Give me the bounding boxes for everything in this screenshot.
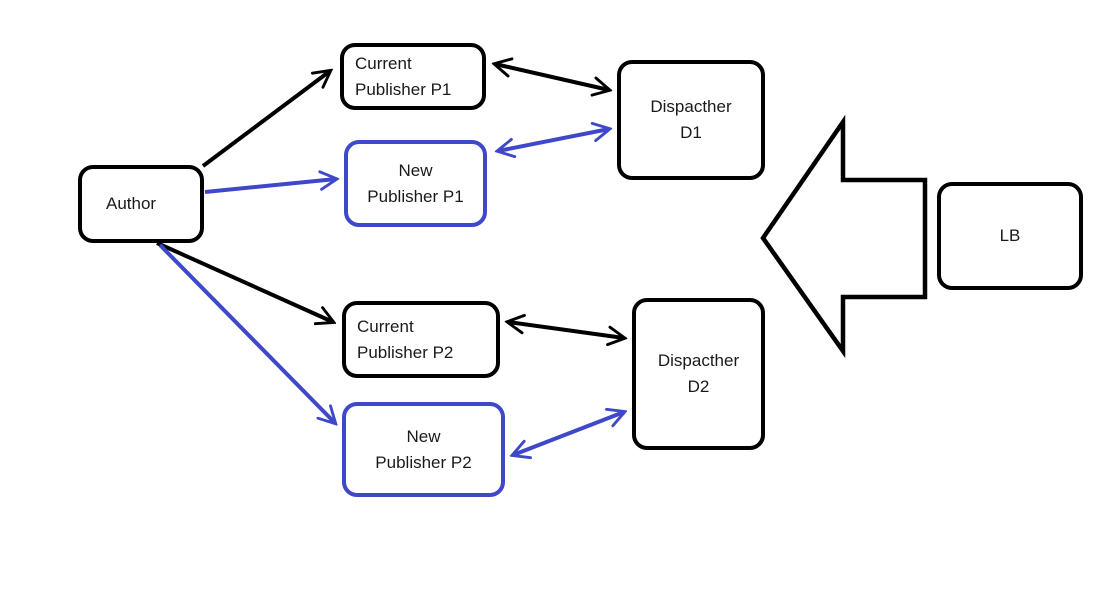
node-dispacther-d1-line1: Dispacther xyxy=(650,97,732,116)
node-dispacther-d1-line2: D1 xyxy=(680,123,702,142)
node-author-label: Author xyxy=(106,194,157,213)
node-new-publisher-p1-line2: Publisher P1 xyxy=(367,186,464,206)
node-new-publisher-p1-line1: New xyxy=(398,160,433,180)
edge-author-to-current-publisher-p1 xyxy=(201,71,330,168)
edge-new-publisher-p2-dispacther-d2 xyxy=(513,412,624,455)
node-new-publisher-p2-line2: Publisher P2 xyxy=(375,452,472,472)
node-new-publisher-p2: New Publisher P2 xyxy=(342,402,505,497)
node-current-publisher-p2-line1: Current xyxy=(357,316,414,336)
node-author: Author xyxy=(78,165,204,243)
lb-block-arrow xyxy=(760,114,928,359)
edge-author-to-new-publisher-p1 xyxy=(204,179,336,194)
edge-new-publisher-p1-dispacther-d1 xyxy=(498,129,609,151)
node-current-publisher-p2-line2: Publisher P2 xyxy=(357,342,454,362)
edge-current-publisher-p2-dispacther-d2 xyxy=(508,322,624,338)
node-new-publisher-p1: New Publisher P1 xyxy=(344,140,487,227)
node-dispacther-d2-line2: D2 xyxy=(687,377,710,396)
node-current-publisher-p1-line1: Current xyxy=(355,53,412,73)
node-dispacther-d2-line1: Dispacther xyxy=(657,351,740,370)
node-current-publisher-p2: Current Publisher P2 xyxy=(342,301,500,378)
node-new-publisher-p2-line1: New xyxy=(406,426,441,446)
node-current-publisher-p1-line2: Publisher P1 xyxy=(355,79,452,99)
edge-current-publisher-p1-dispacther-d1 xyxy=(495,64,609,90)
node-lb-label: LB xyxy=(999,226,1021,245)
edge-author-to-new-publisher-p2 xyxy=(158,243,335,423)
node-dispacther-d2: Dispacther D2 xyxy=(632,298,765,450)
edge-author-to-current-publisher-p2 xyxy=(156,241,333,322)
node-lb: LB xyxy=(937,182,1083,290)
node-dispacther-d1: Dispacther D1 xyxy=(617,60,765,180)
node-current-publisher-p1: Current Publisher P1 xyxy=(340,43,486,110)
